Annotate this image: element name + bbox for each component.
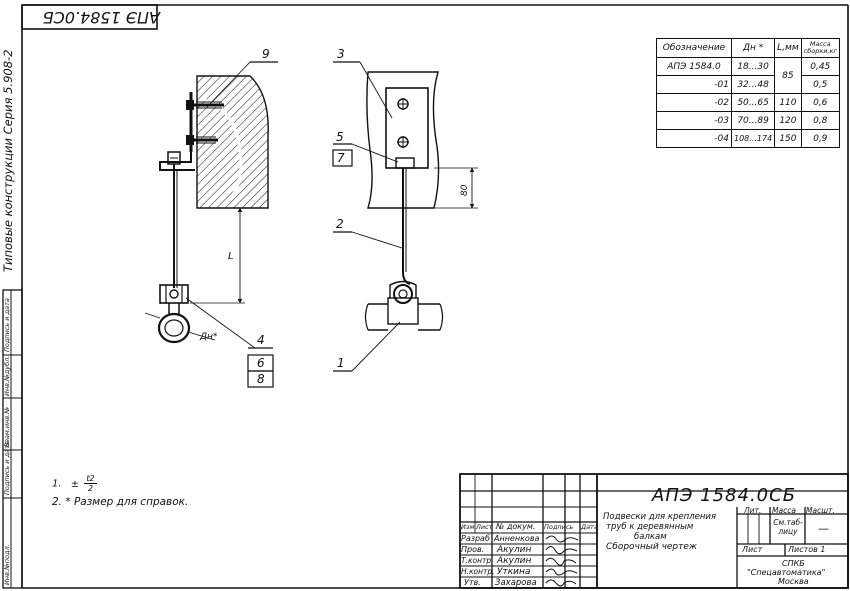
role-razrab: Разраб xyxy=(461,534,490,543)
cell-mass: 0,6 xyxy=(800,93,840,112)
table-row: АПЭ 1584.0 18...30 85 0,45 xyxy=(656,57,840,94)
screw-upper xyxy=(186,100,224,110)
callout-3: 3 xyxy=(337,47,345,61)
masshtab-label: Масшт. xyxy=(806,506,835,515)
cell-dn: 70...89 xyxy=(730,111,776,130)
col-date: Дата xyxy=(581,523,598,531)
note-1: 1. ± t2 2 xyxy=(52,474,97,493)
note-2: 2. * Размер для справок. xyxy=(52,496,189,508)
screw-lower xyxy=(186,135,218,145)
col-sign: Подпись xyxy=(544,523,574,531)
cell-dn: 50...65 xyxy=(730,93,776,112)
masshtab-value: — xyxy=(818,522,829,535)
spec-col-mass: Масса сборки,кг xyxy=(800,38,840,58)
col-list: Лист xyxy=(476,523,493,531)
callout-8: 8 xyxy=(257,372,265,386)
title-code: АПЭ 1584.0СБ xyxy=(652,485,797,506)
cell-L: 150 xyxy=(774,129,802,148)
right-view xyxy=(332,61,478,372)
cell-designation: АПЭ 1584.0 xyxy=(656,57,732,76)
lit-label: Лит. xyxy=(744,506,762,515)
spec-col-L: L,мм xyxy=(774,38,802,58)
col-doc: № докум. xyxy=(496,522,536,531)
series-label: Типовые конструкции Серия 5.908-2 xyxy=(1,49,15,273)
org-line-2: "Спецавтоматика" xyxy=(747,568,826,577)
spec-col-dn: Дн * xyxy=(730,38,776,58)
org-line-1: СПКБ xyxy=(782,559,805,568)
dn-label: Дн* xyxy=(200,332,218,342)
role-utv: Утв. xyxy=(464,578,481,587)
table-row: -01 32...48 0,5 xyxy=(656,75,840,94)
name-razrab: Анненкова xyxy=(494,534,540,543)
cell-dn: 32...48 xyxy=(730,75,776,94)
massa-label: Масса xyxy=(772,506,796,515)
table-row: -03 70...89 120 0,8 xyxy=(656,111,840,130)
name-nkontr: Уткина xyxy=(497,567,531,577)
note-1-prefix: 1. xyxy=(52,478,62,490)
dim-L-label: L xyxy=(228,251,234,262)
side-label-sign-date-1: Подпись и дата xyxy=(3,441,11,495)
callout-2: 2 xyxy=(336,217,344,231)
table-row: -02 50...65 110 0,6 xyxy=(656,93,840,112)
title-line-2: труб к деревянным xyxy=(606,522,694,532)
callout-7: 7 xyxy=(337,151,345,165)
cell-designation: -01 xyxy=(656,75,732,94)
side-label-sign-date-2: Подпись и дата xyxy=(3,298,11,352)
cell-designation: -04 xyxy=(656,129,732,148)
cell-mass: 0,45 xyxy=(800,57,840,76)
cell-dn: 18...30 xyxy=(730,57,776,76)
role-nkontr: Н.контр. xyxy=(461,567,495,576)
note-1-den: 2 xyxy=(87,484,93,493)
left-view xyxy=(144,61,278,388)
note-1-pm: ± xyxy=(70,478,80,490)
spec-col-designation: Обозначение xyxy=(656,38,732,58)
note-1-num: t2 xyxy=(84,474,97,484)
name-tkontr: Акулин xyxy=(497,556,532,566)
callout-6: 6 xyxy=(257,356,265,370)
cell-mass: 0,8 xyxy=(800,111,840,130)
side-label-dubl: Инв.№дубл. xyxy=(3,355,11,396)
cell-dn: 108...174 xyxy=(730,129,776,148)
cell-designation: -03 xyxy=(656,111,732,130)
col-izm: Изм xyxy=(461,523,475,531)
name-utv: Захарова xyxy=(495,578,537,588)
dim-L xyxy=(190,207,245,304)
cell-L: 110 xyxy=(774,93,802,112)
title-line-1: Подвески для крепления xyxy=(603,512,717,522)
side-label-vzam: Взам.инв.№ xyxy=(3,407,11,447)
callout-1: 1 xyxy=(337,356,345,370)
signatures xyxy=(545,535,579,587)
cell-mass: 0,9 xyxy=(800,129,840,148)
wood-beam-left xyxy=(196,75,269,209)
callout-4: 4 xyxy=(257,333,265,347)
dim-80-label: 80 xyxy=(460,184,470,196)
callout-9: 9 xyxy=(262,47,270,61)
title-line-3: балкам xyxy=(634,532,667,542)
callout-5: 5 xyxy=(336,130,344,144)
massa-value: См.таб-лицу xyxy=(773,518,803,536)
side-label-inv-podl: Инв.№подл. xyxy=(3,544,11,585)
spec-table: Обозначение Дн * L,мм Масса сборки,кг АП… xyxy=(656,38,840,148)
cell-L: 120 xyxy=(774,111,802,130)
role-prov: Пров. xyxy=(461,545,485,554)
org-line-3: Москва xyxy=(778,577,809,586)
role-tkontr: Т.контр. xyxy=(461,556,494,565)
sheet-label: Лист xyxy=(742,545,763,554)
cell-designation: -02 xyxy=(656,93,732,112)
cell-L: 85 xyxy=(774,57,802,94)
title-line-4: Сборочный чертеж xyxy=(606,542,698,552)
spec-header-row: Обозначение Дн * L,мм Масса сборки,кг xyxy=(656,38,840,58)
doc-code-top: АПЭ 1584.0СБ xyxy=(42,8,160,27)
cell-mass: 0,5 xyxy=(800,75,840,94)
title-block-grid xyxy=(459,473,849,589)
name-prov: Акулин xyxy=(497,545,532,555)
table-row: -04 108...174 150 0,9 xyxy=(656,129,840,148)
sheets-label: Листов 1 xyxy=(788,545,826,554)
